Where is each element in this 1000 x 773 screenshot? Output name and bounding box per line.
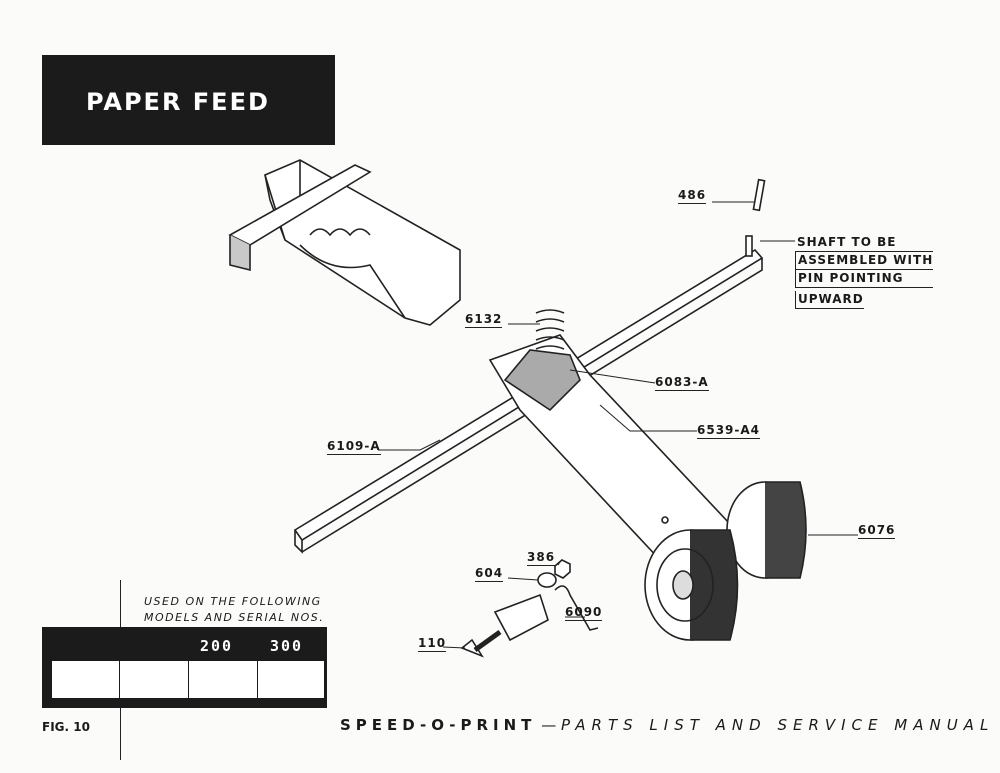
model-cell — [258, 661, 324, 698]
models-caption: USED ON THE FOLLOWING MODELS AND SERIAL … — [144, 594, 324, 626]
note-line: PIN POINTING — [795, 270, 934, 288]
small-parts-drawing — [460, 559, 599, 658]
callout-6539-a4: 6539-A4 — [697, 423, 761, 439]
callout-110: 110 — [418, 636, 447, 652]
callout-386: 386 — [527, 550, 556, 566]
model-header-300: 300 — [270, 637, 304, 655]
assembly-note: SHAFT TO BE ASSEMBLED WITH PIN POINTING … — [795, 234, 934, 309]
note-line: UPWARD — [795, 291, 864, 309]
model-cell — [120, 661, 188, 698]
title-banner — [42, 55, 335, 145]
caption-line: USED ON THE FOLLOWING — [144, 595, 322, 608]
roller-drawing — [644, 481, 807, 641]
callout-6090: 6090 — [565, 605, 603, 621]
figure-number: FIG. 10 — [42, 720, 90, 734]
callout-6076: 6076 — [858, 523, 896, 539]
callout-6132: 6132 — [465, 312, 503, 328]
footer-brand: SPEED-O-PRINT — [340, 716, 537, 734]
model-cell — [189, 661, 257, 698]
footer-subtitle: PARTS LIST AND SERVICE MANUAL — [560, 716, 995, 734]
caption-line: MODELS AND SERIAL NOS. — [144, 611, 325, 624]
note-line: ASSEMBLED WITH — [795, 252, 934, 270]
footer: SPEED-O-PRINT — PARTS LIST AND SERVICE M… — [340, 716, 994, 734]
callout-6109-a: 6109-A — [327, 439, 381, 455]
leader-lines — [378, 201, 858, 649]
callout-604: 604 — [475, 566, 504, 582]
housing-inset-drawing — [228, 159, 461, 326]
callout-486: 486 — [678, 188, 707, 204]
page-title: PAPER FEED — [86, 88, 270, 116]
models-table: 200 300 — [42, 627, 327, 708]
footer-dash: — — [541, 716, 557, 734]
model-cell — [52, 661, 119, 698]
model-header-200: 200 — [200, 637, 234, 655]
callout-6083-a: 6083-A — [655, 375, 709, 391]
note-line: SHAFT TO BE — [795, 234, 934, 252]
